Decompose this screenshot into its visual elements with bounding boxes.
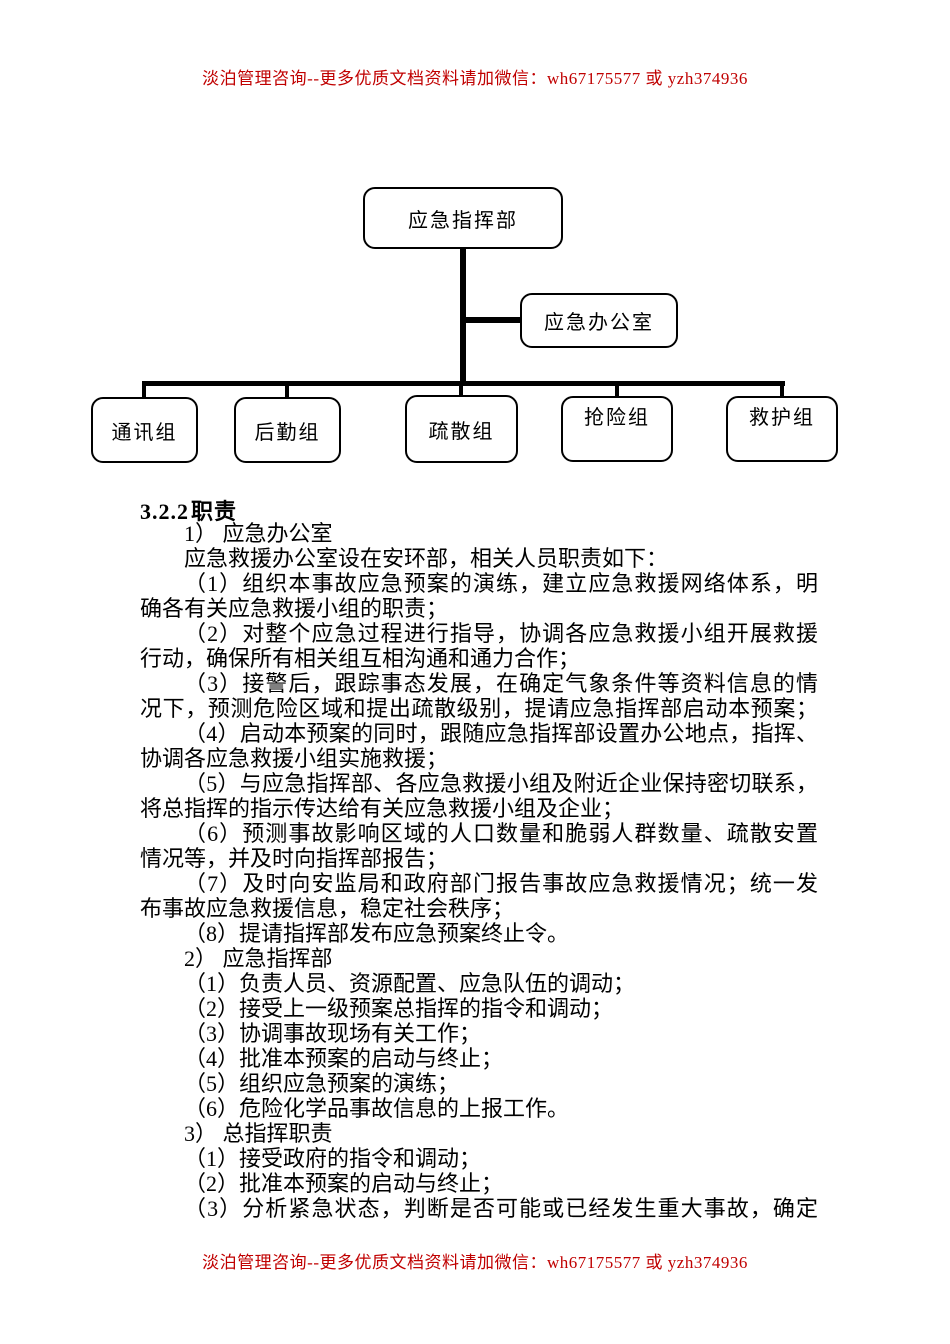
body-line: 确各有关应急救援小组的职责； [140, 596, 449, 621]
body-line: （5）与应急指挥部、各应急救援小组及附近企业保持密切联系， [184, 771, 818, 796]
connector-stub-medical [780, 386, 784, 398]
org-box-team-comms: 通讯组 [91, 397, 198, 463]
body-line: 1） 应急办公室 [184, 521, 333, 546]
body-line: 布事故应急救援信息，稳定社会秩序； [140, 896, 515, 921]
body-line: 协调各应急救援小组实施救援； [140, 746, 449, 771]
body-line: （4）启动本预案的同时，跟随应急指挥部设置办公地点，指挥、 [184, 721, 818, 746]
body-line: （3）接警后，跟踪事态发展，在确定气象条件等资料信息的情 [184, 671, 818, 696]
org-box-team-logistics: 后勤组 [234, 397, 341, 463]
body-line: （8）提请指挥部发布应急预案终止令。 [184, 921, 570, 946]
header-promo-text: 淡泊管理咨询--更多优质文档资料请加微信：wh67175577 或 yzh374… [202, 69, 748, 88]
org-box-emergency-office: 应急办公室 [520, 293, 678, 348]
body-line: 3） 总指挥职责 [184, 1121, 333, 1146]
body-line: （7）及时向安监局和政府部门报告事故应急救援情况；统一发 [184, 871, 818, 896]
connector-stub-comms [142, 386, 146, 398]
org-box-label: 通讯组 [111, 421, 178, 444]
body-line: （2）批准本预案的启动与终止； [184, 1171, 504, 1196]
connector-office-branch [463, 317, 520, 323]
org-box-label: 应急指挥部 [408, 209, 518, 232]
org-box-label: 后勤组 [254, 421, 321, 444]
body-line: 应急救援办公室设在安环部，相关人员职责如下： [184, 546, 669, 571]
org-box-team-rescue-risk: 抢险组 [561, 396, 673, 462]
footer-promo-text: 淡泊管理咨询--更多优质文档资料请加微信：wh67175577 或 yzh374… [202, 1253, 748, 1272]
org-box-team-medical: 救护组 [726, 396, 838, 462]
body-line: 况下，预测危险区域和提出疏散级别，提请应急指挥部启动本预案； [140, 696, 818, 721]
body-line: （6）预测事故影响区域的人口数量和脆弱人群数量、疏散安置 [184, 821, 818, 846]
section-number: 3.2.2 [140, 499, 189, 524]
connector-stub-logistics [285, 386, 289, 398]
org-chart: 应急指挥部 应急办公室 通讯组 后勤组 疏散组 抢险组 救护组 [0, 0, 950, 480]
body-line: （5）组织应急预案的演练； [184, 1071, 460, 1096]
org-box-command-hq: 应急指挥部 [363, 187, 563, 249]
body-line: （2）对整个应急过程进行指导，协调各应急救援小组开展救援 [184, 621, 818, 646]
connector-stub-evacuation [459, 386, 463, 398]
body-line: （1）接受政府的指令和调动； [184, 1146, 482, 1171]
connector-bus [142, 381, 785, 386]
body-line: （1）组织本事故应急预案的演练，建立应急救援网络体系，明 [184, 571, 818, 596]
connector-stub-rescue-risk [615, 386, 619, 398]
body-line: （1）负责人员、资源配置、应急队伍的调动； [184, 971, 636, 996]
section-title: 职责 [191, 499, 238, 524]
body-line: （3）分析紧急状态，判断是否可能或已经发生重大事故，确定 [184, 1196, 818, 1221]
org-box-team-evacuation: 疏散组 [405, 395, 518, 463]
org-box-label: 应急办公室 [544, 312, 654, 334]
body-line: （6）危险化学品事故信息的上报工作。 [184, 1096, 570, 1121]
body-line: 将总指挥的指示传达给有关应急救援小组及企业； [140, 796, 625, 821]
body-line: （4）批准本预案的启动与终止； [184, 1046, 504, 1071]
body-line: 2） 应急指挥部 [184, 946, 333, 971]
section-heading: 3.2.2职责 [140, 494, 237, 526]
body-line: 行动，确保所有相关组互相沟通和通力合作； [140, 646, 581, 671]
body-line: （3）协调事故现场有关工作； [184, 1021, 482, 1046]
body-lines: 1） 应急办公室应急救援办公室设在安环部，相关人员职责如下：（1）组织本事故应急… [140, 521, 818, 1221]
org-box-label: 救护组 [749, 407, 815, 429]
org-box-label: 抢险组 [584, 407, 650, 429]
body-line: 情况等，并及时向指挥部报告； [140, 846, 449, 871]
body-line: （2）接受上一级预案总指挥的指令和调动； [184, 996, 614, 1021]
org-box-label: 疏散组 [428, 420, 495, 443]
